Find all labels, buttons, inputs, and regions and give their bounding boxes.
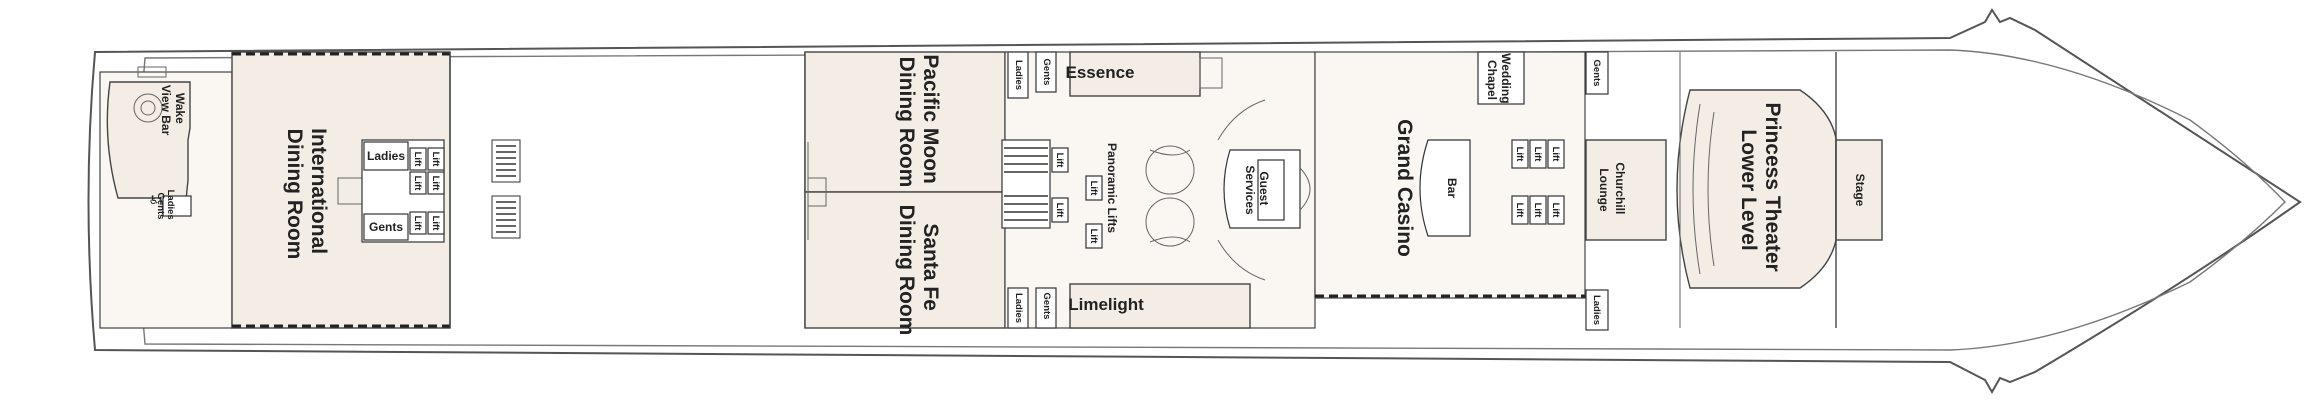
grand-casino-label: Grand Casino xyxy=(1393,119,1416,257)
svg-text:Lift: Lift xyxy=(412,152,423,168)
essence-label: Essence xyxy=(1066,63,1135,82)
wake-view-bar-label: Wake View Bar xyxy=(159,85,187,136)
stage xyxy=(1835,139,1883,241)
elevator-icon xyxy=(1145,145,1195,247)
lifts-atrium: Lift Lift Lift Lift xyxy=(1051,147,1103,249)
ladies-room-casino[interactable] xyxy=(1585,289,1609,331)
svg-text:Lift: Lift xyxy=(430,152,441,168)
essence-venue[interactable] xyxy=(1069,51,1201,97)
guest-services-label: Guest Services xyxy=(1243,165,1271,215)
aft-restrooms xyxy=(162,195,192,217)
spiral-stair-icon xyxy=(133,93,163,123)
svg-text:Lift: Lift xyxy=(1550,147,1561,163)
santa-fe-label: Santa Fe Dining Room xyxy=(895,205,942,336)
svg-text:Lift: Lift xyxy=(1532,203,1543,219)
santa-fe-dining-room[interactable] xyxy=(804,191,1006,329)
accessible-icon: ♿ xyxy=(149,193,160,207)
churchill-lounge[interactable] xyxy=(1585,139,1667,241)
svg-text:Lift: Lift xyxy=(1054,153,1065,169)
gents-room-international[interactable] xyxy=(363,213,409,241)
svg-text:Lift: Lift xyxy=(1088,181,1099,197)
svg-text:Lift: Lift xyxy=(1514,147,1525,163)
svg-text:Lift: Lift xyxy=(1054,203,1065,219)
svg-text:Ladies: Ladies xyxy=(1013,293,1024,323)
svg-text:Lift: Lift xyxy=(1514,203,1525,219)
svg-text:Lift: Lift xyxy=(1088,229,1099,245)
limelight-label: Limelight xyxy=(1068,295,1144,314)
svg-text:Ladies: Ladies xyxy=(1013,60,1024,90)
gents-room-fwd-top[interactable] xyxy=(1035,51,1057,93)
churchill-lounge-label: Churchill Lounge xyxy=(1597,162,1627,217)
ladies-room-fwd-bottom[interactable] xyxy=(1007,287,1029,329)
gents-label-international: Gents xyxy=(369,220,403,234)
svg-text:Lift: Lift xyxy=(430,216,441,232)
wedding-chapel[interactable] xyxy=(1477,51,1525,105)
wedding-chapel-label: Wedding Chapel xyxy=(1485,53,1513,107)
gents-room-casino[interactable] xyxy=(1585,51,1609,95)
stairs-icon xyxy=(491,139,521,239)
svg-text:Ladies: Ladies xyxy=(1591,295,1602,325)
princess-theater-label: Princess Theater Lower Level xyxy=(1737,102,1784,277)
wake-view-bar-area xyxy=(106,81,191,211)
svg-text:Gents: Gents xyxy=(1041,59,1052,86)
limelight-venue[interactable] xyxy=(1069,283,1251,329)
gents-room-fwd-bottom[interactable] xyxy=(1035,287,1057,329)
svg-text:Lift: Lift xyxy=(430,176,441,192)
ladies-room-international[interactable] xyxy=(363,141,409,171)
atrium-lift-bank xyxy=(1001,139,1051,229)
svg-text:Lift: Lift xyxy=(412,176,423,192)
stairs-icon xyxy=(137,66,167,78)
princess-theater[interactable] xyxy=(1676,89,1837,289)
ladies-room-fwd-top[interactable] xyxy=(1007,51,1029,99)
international-dining-room-label: International Dining Room xyxy=(283,128,330,260)
bar-label: Bar xyxy=(1445,178,1459,198)
svg-text:Lift: Lift xyxy=(1550,203,1561,219)
svg-text:Gents: Gents xyxy=(1591,60,1602,87)
stage-label: Stage xyxy=(1853,174,1867,207)
pacific-moon-dining-room[interactable] xyxy=(804,51,1006,193)
ladies-label-international: Ladies xyxy=(367,149,405,163)
aft-restroom-labels: Ladies Gents xyxy=(155,190,176,223)
stairs-icon xyxy=(1004,147,1048,221)
casino-bar[interactable] xyxy=(1419,139,1471,237)
pacific-moon-label: Pacific Moon Dining Room xyxy=(895,54,942,189)
svg-text:Lift: Lift xyxy=(412,216,423,232)
lifts-casino: Lift Lift Lift Lift Lift Lift xyxy=(1511,139,1565,225)
lifts-international: Lift Lift Lift Lift Lift Lift xyxy=(409,147,445,235)
panoramic-lifts-label: Panoramic Lifts xyxy=(1105,143,1119,233)
svg-text:Lift: Lift xyxy=(1532,147,1543,163)
svg-text:Gents: Gents xyxy=(1041,293,1052,320)
